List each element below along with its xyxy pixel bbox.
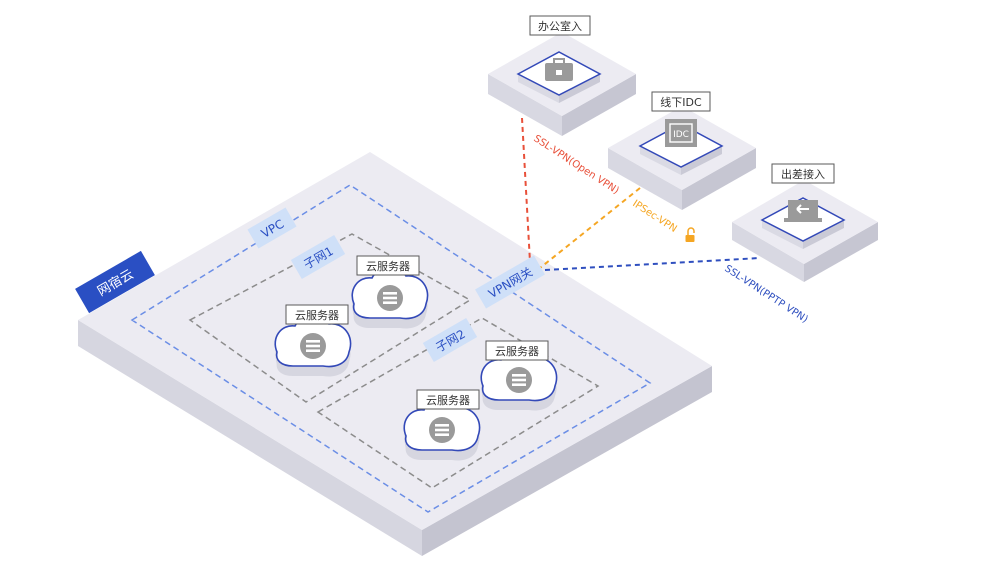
ssl-openvpn-label: SSL-VPN(Open VPN) xyxy=(531,133,621,196)
server-label-box: 云服务器 xyxy=(356,255,420,276)
idc-label: 线下IDC xyxy=(660,95,702,109)
office-site: 办公室入 xyxy=(488,15,636,136)
idc-icon: IDC xyxy=(665,119,697,147)
cloud-platform xyxy=(78,152,712,556)
server-label-box: 云服务器 xyxy=(416,389,480,410)
ipsec-line xyxy=(539,187,641,269)
server-label-box: 云服务器 xyxy=(485,340,549,361)
server-label: 云服务器 xyxy=(295,309,339,322)
lock-icon xyxy=(685,227,695,242)
travel-label: 出差接入 xyxy=(781,167,825,181)
idc-badge: IDC xyxy=(673,130,689,140)
office-label: 办公室入 xyxy=(538,19,582,33)
server-label-box: 云服务器 xyxy=(285,304,349,325)
idc-site: IDC 线下IDC xyxy=(608,91,756,210)
server-label: 云服务器 xyxy=(426,394,470,407)
server-label: 云服务器 xyxy=(495,345,539,358)
briefcase-icon xyxy=(545,58,573,81)
subnet2-boundary xyxy=(316,317,600,489)
travel-site: 出差接入 xyxy=(732,163,878,282)
ssl-openvpn-line xyxy=(521,117,531,263)
server-label: 云服务器 xyxy=(366,260,410,273)
laptop-icon xyxy=(784,200,822,222)
